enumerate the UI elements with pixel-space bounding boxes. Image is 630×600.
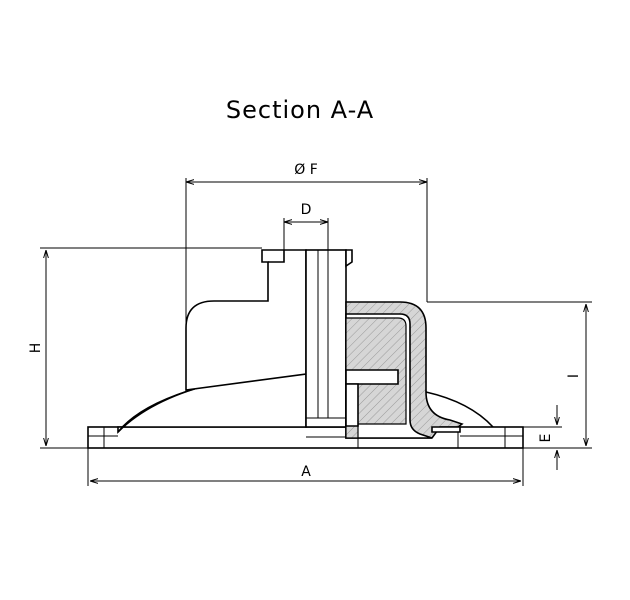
dome-right [425, 391, 494, 433]
dimension-f: Ø F [185, 162, 428, 330]
rubber-element-section [345, 301, 464, 439]
drawing-title: Section A-A [225, 96, 375, 124]
dimension-h-label: H [28, 343, 44, 354]
dimension-a: A [87, 448, 524, 486]
dimension-h: H [28, 247, 262, 449]
dimension-a-label: A [301, 464, 311, 480]
dimension-d-label: D [301, 202, 312, 218]
center-stud [305, 249, 353, 428]
dimension-i: I [427, 301, 592, 449]
upper-housing-left [185, 249, 307, 391]
dimension-f-label: Ø F [294, 162, 318, 178]
dimension-d: D [283, 202, 329, 250]
dimension-e-label: E [538, 434, 554, 443]
dimension-e: E [523, 405, 562, 470]
dimension-i-label: I [566, 374, 582, 378]
